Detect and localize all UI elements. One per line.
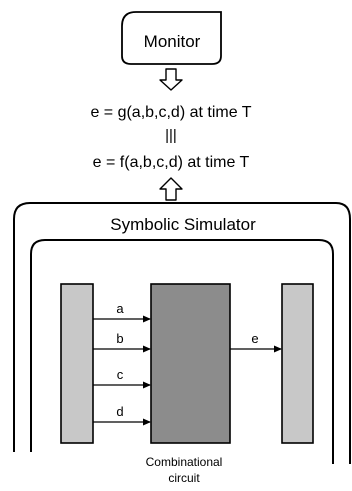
- signal-label-e: e: [251, 331, 258, 346]
- combinational-circuit-block: [150, 283, 231, 444]
- simulator-frame-inner: [30, 239, 334, 464]
- equation-top: e = g(a,b,c,d) at time T: [90, 104, 251, 121]
- signal-label-a: a: [116, 301, 124, 316]
- monitor-node: Monitor: [121, 11, 222, 65]
- input-register-bar: [60, 283, 94, 444]
- circuit-caption-line1: Combinational: [146, 455, 223, 469]
- simulator-frame-outer: [13, 202, 351, 464]
- signal-label-b: b: [116, 331, 123, 346]
- output-register-bar: [281, 283, 314, 444]
- simulator-label: Symbolic Simulator: [110, 215, 256, 234]
- hollow-up-arrow-icon: [159, 177, 183, 201]
- circuit-caption-line2: circuit: [168, 471, 200, 485]
- monitor-shape: [121, 11, 222, 65]
- signal-label-d: d: [116, 404, 123, 419]
- signal-label-c: c: [117, 367, 124, 382]
- equation-bottom: e = f(a,b,c,d) at time T: [93, 154, 250, 171]
- monitor-label: Monitor: [144, 32, 201, 51]
- equivalence-symbol: |||: [165, 127, 177, 144]
- hollow-down-arrow-icon: [159, 68, 183, 91]
